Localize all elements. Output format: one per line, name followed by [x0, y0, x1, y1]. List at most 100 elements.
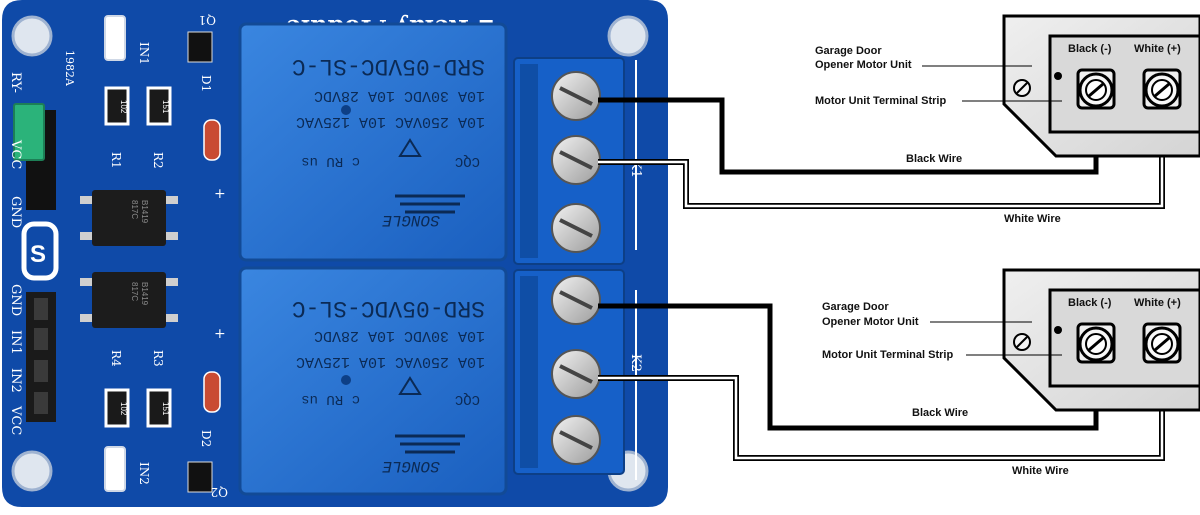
q2-label: Q2 [211, 485, 228, 499]
model-code-label: 1982A [63, 50, 76, 87]
jumper-vcc-label: VCC [8, 139, 23, 169]
white-wire-label: White Wire [1004, 213, 1061, 225]
relay-model: SRD-05VDC-SL-C [292, 295, 485, 321]
resistor-code: 151 [161, 100, 170, 114]
screw-slot [559, 290, 593, 310]
relay-ul-mark: c RU us [301, 153, 360, 169]
header-pin-label: IN1 [8, 330, 23, 355]
logo-mark: S [30, 241, 46, 268]
resistor-code: 102 [119, 100, 128, 114]
relay-1: SRD-05VDC-SL-C 10A 250VAC 10A 125VAC 10A… [238, 22, 508, 262]
q1-label: Q1 [199, 13, 216, 27]
terminal-black [1076, 322, 1116, 364]
in2-label: IN2 [137, 462, 151, 485]
screw-slot [559, 86, 593, 106]
jumper-gnd-label: GND [8, 196, 23, 228]
terminal-white [1142, 68, 1182, 110]
header-pin-label: IN2 [8, 368, 23, 393]
white-wire-label: White Wire [1012, 465, 1069, 477]
motor-unit-diagram-2: Black (-) White (+) Garage Door Opener M… [822, 268, 1200, 477]
plus-label: + [214, 326, 226, 342]
r2-label: R2 [151, 152, 165, 169]
screw-slot [559, 218, 593, 238]
strip-label: Motor Unit Terminal Strip [822, 349, 953, 361]
housing-hole [1054, 72, 1062, 80]
mounting-hole [11, 450, 53, 492]
transistor-q2 [187, 461, 213, 493]
relay-cert: CQC [455, 153, 480, 169]
resistor-code: 151 [161, 402, 170, 416]
optocoupler-text: B1419 [140, 200, 149, 224]
relay-brand: SONGLE [382, 457, 440, 475]
songle-logo-icon [395, 194, 465, 214]
relay-model: SRD-05VDC-SL-C [292, 53, 485, 79]
terminal-black [1076, 68, 1116, 110]
r3-label: R3 [151, 350, 165, 367]
resistor-r2: 151 [146, 86, 172, 126]
relay-2: SRD-05VDC-SL-C 10A 250VAC 10A 125VAC 10A… [238, 266, 508, 496]
housing-hole [1054, 326, 1062, 334]
transistor-q1 [187, 31, 213, 63]
header-pin-label: GND [8, 284, 23, 316]
relay-module-board: 2 Relay Module 1982A IN1 IN2 Q1 Q2 D1 + … [2, 0, 668, 507]
led-in2 [104, 446, 126, 492]
white-wire [598, 100, 1164, 208]
relay-rating: 10A 30VDC 10A 28VDC [314, 87, 485, 104]
led-in1 [104, 15, 126, 61]
r4-label: R4 [109, 350, 123, 367]
black-wire-label: Black Wire [912, 407, 968, 419]
black-terminal-label: Black (-) [1068, 43, 1112, 55]
screw-slot [559, 150, 593, 170]
d1-label: D1 [199, 75, 213, 92]
resistor-r1: 102 [104, 86, 130, 126]
brand-logo: S [21, 221, 59, 281]
songle-logo-icon [395, 434, 465, 454]
unit-label-line1: Garage Door [815, 45, 882, 57]
white-terminal-label: White (+) [1134, 43, 1181, 55]
r1-label: R1 [109, 152, 123, 169]
optocoupler-2: B1419 817C [80, 272, 178, 328]
optocoupler-1: B1419 817C [80, 190, 178, 246]
jumper-cap[interactable] [13, 103, 45, 161]
motor-unit-diagram-1: Black (-) White (+) Garage Door Opener M… [815, 14, 1200, 225]
optocoupler-text: 817C [130, 282, 139, 301]
terminal-white [1142, 322, 1182, 364]
optocoupler-text: 817C [130, 200, 139, 219]
relay-brand: SONGLE [382, 211, 440, 229]
strip-label: Motor Unit Terminal Strip [815, 95, 946, 107]
d2-label: D2 [199, 430, 213, 447]
black-terminal-label: Black (-) [1068, 297, 1112, 309]
mounting-hole [11, 15, 53, 57]
relay-cert: CQC [455, 391, 480, 407]
jumper-ry-label: RY- [8, 72, 23, 93]
resistor-r4: 102 [104, 388, 130, 428]
header-pin-label: VCC [8, 405, 23, 435]
white-wire [598, 350, 1164, 460]
relay-rating: 10A 250VAC 10A 125VAC [296, 113, 485, 130]
diode-d2 [203, 371, 221, 413]
white-terminal-label: White (+) [1134, 297, 1181, 309]
black-wire-label: Black Wire [906, 153, 962, 165]
relay-indicator [341, 375, 351, 385]
resistor-r3: 151 [146, 388, 172, 428]
screw-slot [559, 430, 593, 450]
screw-slot [559, 364, 593, 384]
warning-triangle-icon [398, 138, 422, 157]
pin-header[interactable] [26, 292, 56, 422]
optocoupler-text: B1419 [140, 282, 149, 306]
relay-rating: 10A 30VDC 10A 28VDC [314, 327, 485, 344]
warning-triangle-icon [398, 376, 422, 395]
plus-label: + [214, 186, 226, 202]
relay-ul-mark: c RU us [301, 391, 360, 407]
unit-label-line1: Garage Door [822, 301, 889, 313]
resistor-code: 102 [119, 402, 128, 416]
unit-label-line2: Opener Motor Unit [815, 59, 912, 71]
mounting-hole [607, 15, 649, 57]
relay-indicator [341, 105, 351, 115]
diode-d1 [203, 119, 221, 161]
in1-label: IN1 [137, 42, 151, 65]
relay-rating: 10A 250VAC 10A 125VAC [296, 353, 485, 370]
unit-label-line2: Opener Motor Unit [822, 316, 919, 328]
terminal-screws [551, 71, 601, 465]
